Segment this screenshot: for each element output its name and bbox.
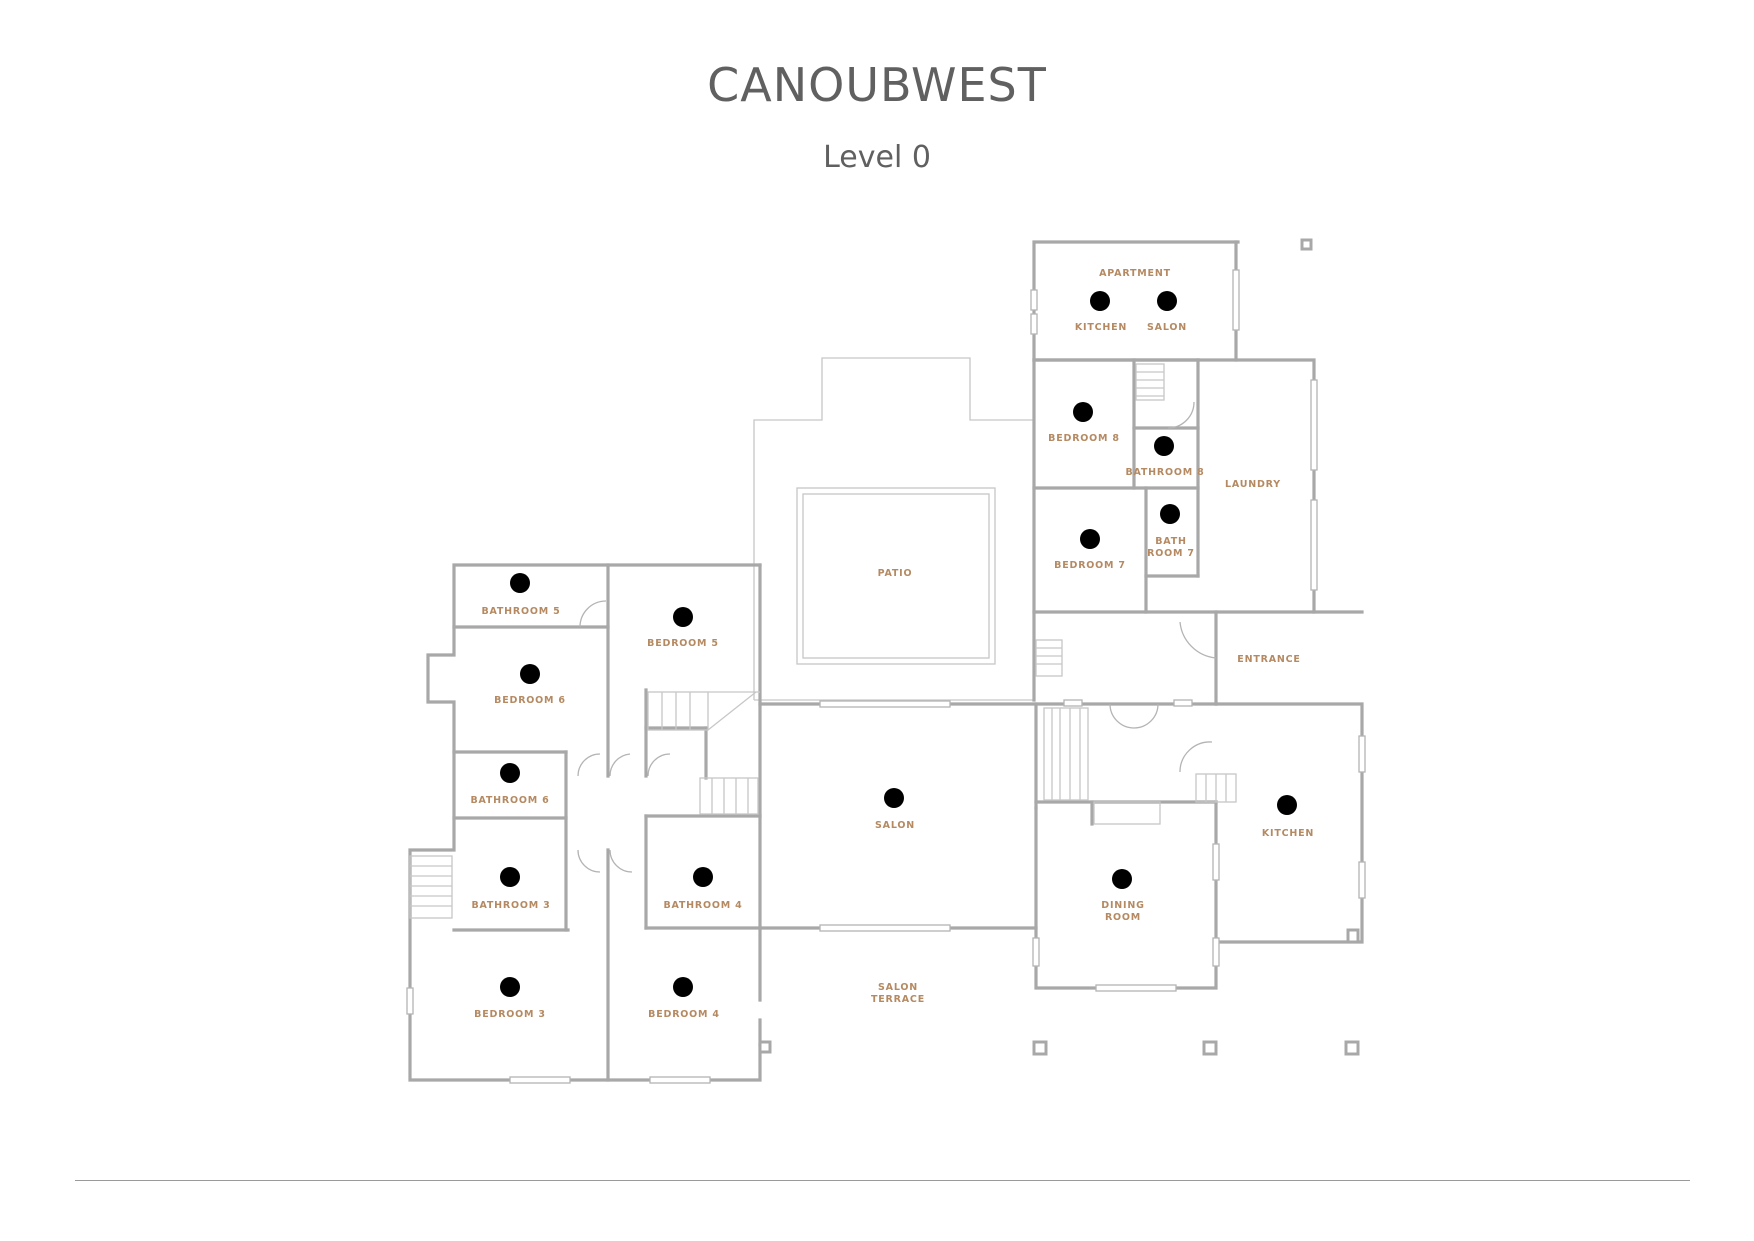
room-label-salon-terrace-line2: TERRACE bbox=[871, 994, 925, 1005]
room-label-apartment: APARTMENT bbox=[1099, 268, 1171, 279]
bath-icon bbox=[1154, 436, 1174, 456]
bath-icon bbox=[510, 573, 530, 593]
room-label-bath-room-7-line1: BATH bbox=[1155, 536, 1187, 547]
sofa-icon bbox=[884, 788, 904, 808]
room-label-entrance: ENTRANCE bbox=[1237, 654, 1300, 665]
room-label-laundry: LAUNDRY bbox=[1225, 479, 1281, 490]
stove-icon bbox=[1277, 795, 1297, 815]
room-labels: APARTMENT KITCHEN SALON BEDROOM 8 BATHRO… bbox=[470, 268, 1314, 1020]
bath-icon bbox=[1160, 504, 1180, 524]
stairs bbox=[409, 363, 1237, 919]
room-label-patio: PATIO bbox=[878, 568, 913, 579]
room-label-bedroom-3: BEDROOM 3 bbox=[474, 1009, 546, 1020]
exterior-walls bbox=[408, 240, 1364, 1082]
room-label-bedroom-8: BEDROOM 8 bbox=[1048, 433, 1120, 444]
bath-icon bbox=[693, 867, 713, 887]
room-label-apartment-kitchen: KITCHEN bbox=[1075, 322, 1127, 333]
room-label-bathroom-3: BATHROOM 3 bbox=[471, 900, 550, 911]
room-label-apartment-salon: SALON bbox=[1147, 322, 1187, 333]
room-label-bedroom-5: BEDROOM 5 bbox=[647, 638, 719, 649]
room-label-kitchen: KITCHEN bbox=[1262, 828, 1314, 839]
level-title: Level 0 bbox=[823, 140, 931, 175]
courtyard-outline bbox=[753, 357, 1034, 701]
footer-divider bbox=[75, 1180, 1690, 1181]
bath-icon bbox=[500, 763, 520, 783]
bed-icon bbox=[673, 607, 693, 627]
room-label-bathroom-4: BATHROOM 4 bbox=[663, 900, 742, 911]
room-label-dining-room-line2: ROOM bbox=[1105, 912, 1141, 923]
bed-icon bbox=[1073, 402, 1093, 422]
room-label-bathroom-6: BATHROOM 6 bbox=[470, 795, 549, 806]
stove-icon bbox=[1090, 291, 1110, 311]
bed-icon bbox=[1080, 529, 1100, 549]
dining-icon bbox=[1112, 869, 1132, 889]
room-label-salon-terrace-line1: SALON bbox=[878, 982, 918, 993]
plan-title: CANOUBWEST bbox=[707, 58, 1047, 112]
bed-icon bbox=[500, 977, 520, 997]
interior-walls bbox=[452, 358, 1218, 1082]
windows bbox=[406, 269, 1366, 1084]
room-label-salon: SALON bbox=[875, 820, 915, 831]
room-label-bedroom-7: BEDROOM 7 bbox=[1054, 560, 1126, 571]
terrace-posts bbox=[758, 238, 1360, 1056]
bed-icon bbox=[520, 664, 540, 684]
room-label-bathroom-5: BATHROOM 5 bbox=[481, 606, 560, 617]
room-label-bedroom-6: BEDROOM 6 bbox=[494, 695, 566, 706]
sofa-icon bbox=[1157, 291, 1177, 311]
doors bbox=[577, 401, 1217, 873]
room-icons bbox=[500, 291, 1297, 997]
bed-icon bbox=[673, 977, 693, 997]
room-label-dining-room-line1: DINING bbox=[1101, 900, 1144, 911]
bath-icon bbox=[500, 867, 520, 887]
room-label-bath-room-7-line2: ROOM 7 bbox=[1147, 548, 1195, 559]
room-label-bedroom-4: BEDROOM 4 bbox=[648, 1009, 720, 1020]
room-label-bathroom-8: BATHROOM 8 bbox=[1125, 467, 1204, 478]
